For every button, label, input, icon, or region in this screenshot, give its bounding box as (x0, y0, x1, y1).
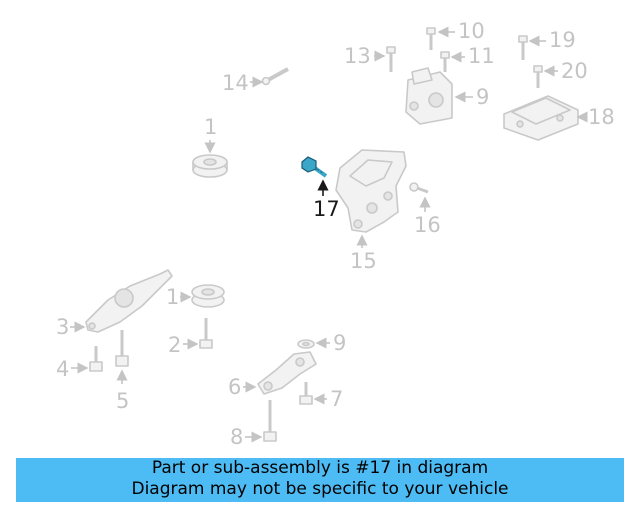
part-9-washer (297, 339, 315, 349)
part-1-bushing-lower (191, 284, 225, 308)
parts-diagram: 1 14 13 10 11 9 19 (56, 19, 615, 449)
part-7-bolt (299, 382, 313, 405)
callout-13[interactable]: 13 (344, 44, 371, 68)
callout-10[interactable]: 9 (476, 85, 489, 109)
part-20-bolt (533, 65, 543, 88)
callout-4[interactable]: 4 (56, 357, 69, 381)
callout-14[interactable]: 14 (222, 71, 249, 95)
part-14-bolt (261, 67, 289, 86)
part-12-bolt (440, 51, 450, 72)
callout-11[interactable]: 10 (458, 19, 485, 43)
callout-15[interactable]: 15 (350, 249, 377, 273)
callout-3[interactable]: 3 (56, 315, 69, 339)
part-10-mount (405, 67, 453, 125)
part-18-mount (503, 95, 579, 141)
callout-16[interactable]: 16 (414, 213, 441, 237)
callout-18[interactable]: 18 (588, 105, 615, 129)
callout-6[interactable]: 6 (228, 375, 241, 399)
callout-17[interactable]: 17 (313, 197, 340, 221)
part-6-bracket (257, 351, 317, 395)
callout-19[interactable]: 19 (549, 28, 576, 52)
part-17-bolt-highlighted (301, 156, 328, 178)
part-5-bolt (115, 330, 129, 367)
part-3-torque-arm (85, 269, 173, 333)
part-4-bolt (89, 346, 103, 372)
part-16-bolt (409, 182, 429, 194)
callout-12[interactable]: 11 (468, 44, 495, 68)
banner-line-1: Part or sub-assembly is #17 in diagram (151, 458, 489, 478)
banner-line-2: Diagram may not be specific to your vehi… (131, 479, 509, 499)
callout-8[interactable]: 8 (230, 425, 243, 449)
part-8-bolt (263, 400, 277, 442)
part-15-bracket (335, 149, 407, 233)
callout-20[interactable]: 20 (561, 59, 588, 83)
callout-7[interactable]: 7 (330, 387, 343, 411)
part-13-bolt (386, 46, 396, 72)
callout-9[interactable]: 9 (333, 331, 346, 355)
callout-5[interactable]: 5 (116, 389, 129, 413)
part-2-bolt (199, 318, 213, 349)
part-1-bushing-upper (192, 154, 228, 178)
info-banner: Part or sub-assembly is #17 in diagram D… (16, 458, 624, 502)
part-11-bolt (426, 27, 436, 50)
part-19-bolt (518, 35, 528, 60)
callout-2[interactable]: 2 (168, 333, 181, 357)
callout-1-upper[interactable]: 1 (204, 115, 217, 139)
callout-1-lower[interactable]: 1 (166, 285, 179, 309)
